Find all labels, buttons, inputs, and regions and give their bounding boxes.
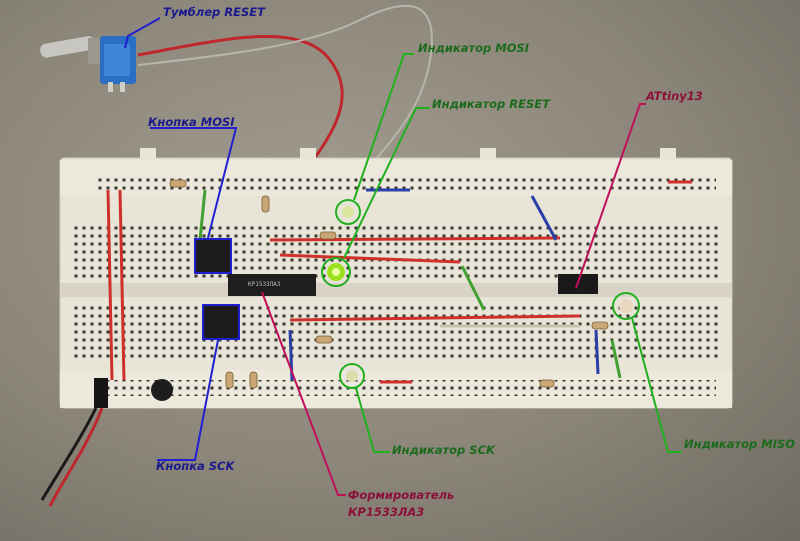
label-button-sck: Кнопка SCK bbox=[156, 459, 235, 473]
mosi-button-highlight bbox=[194, 238, 232, 274]
capacitor bbox=[151, 379, 173, 401]
mosi-button bbox=[196, 240, 230, 272]
label-attiny: ATtiny13 bbox=[646, 89, 703, 103]
resistors bbox=[169, 179, 609, 389]
reset-led-highlight bbox=[321, 257, 351, 287]
led-sck bbox=[346, 370, 358, 382]
label-toggle-reset: Тумблер RESET bbox=[163, 5, 265, 19]
led-mosi bbox=[342, 206, 354, 218]
toggle-switch bbox=[40, 36, 136, 92]
wire-red bbox=[137, 35, 344, 191]
breadboard bbox=[59, 148, 733, 409]
miso-led-highlight bbox=[612, 292, 640, 320]
svg-text:КР1533ЛА3: КР1533ЛА3 bbox=[248, 281, 281, 288]
led-miso bbox=[619, 299, 633, 313]
label-driver-line2: КР1533ЛА3 bbox=[348, 505, 425, 519]
sck-button bbox=[204, 306, 238, 338]
sck-led-highlight bbox=[339, 363, 365, 389]
power-connector bbox=[94, 378, 108, 408]
mosi-led-highlight bbox=[335, 199, 361, 225]
wire-gray bbox=[137, 4, 433, 191]
label-indicator-mosi: Индикатор MOSI bbox=[418, 41, 530, 55]
callout-lines bbox=[124, 17, 682, 496]
label-indicator-sck: Индикатор SCK bbox=[392, 443, 495, 457]
ic-driver-chip: КР1533ЛА3 bbox=[228, 274, 316, 296]
sck-button-highlight bbox=[202, 304, 240, 340]
label-driver-line1: Формирователь bbox=[348, 488, 455, 502]
label-indicator-miso: Индикатор MISO bbox=[684, 437, 796, 451]
label-button-mosi: Кнопка MOSI bbox=[148, 115, 235, 129]
label-indicator-reset: Индикатор RESET bbox=[432, 97, 550, 111]
